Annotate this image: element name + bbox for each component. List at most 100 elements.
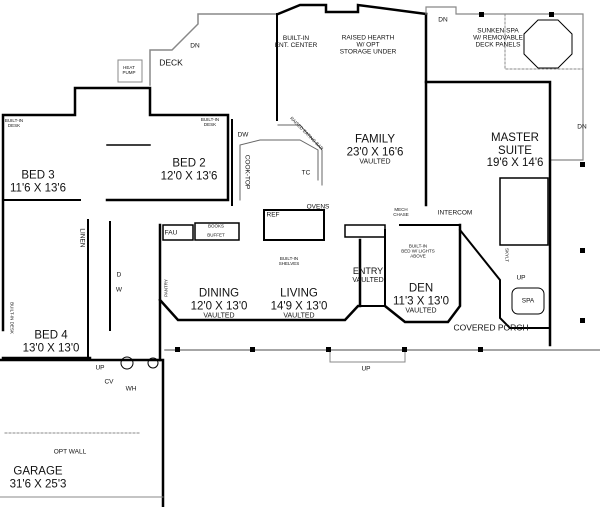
front-wall [158,238,362,322]
room-bed4: BED 4 13'0 X 13'0 [23,329,80,354]
room-dim: 23'0 X 16'6 [346,146,404,159]
cooktop-label: COOK-TOP [243,154,251,190]
room-garage: GARAGE 31'6 X 25'3 [10,465,67,490]
room-dining: DINING 12'0 X 13'0 VAULTED [191,288,248,321]
note-line: BUILT-IN [279,256,299,262]
cv-label: CV [104,378,114,386]
room-dim: 31'6 X 25'3 [9,478,67,490]
cv-circle [120,356,134,370]
note-line: BUILT-IN [4,118,24,124]
den-wall [383,223,462,324]
master-closet [499,177,549,246]
room-dim: 19'6 X 14'6 [486,157,544,170]
room-name: DINING [198,287,240,300]
room-name: MASTER [491,132,539,145]
side-dn-label: DN [577,123,587,131]
refrigerator-label: REF [266,211,280,219]
ovens-block [263,209,325,241]
intercom-label: INTERCOM [437,209,473,217]
master-bath [458,228,551,329]
room-dim: 11'6 X 13'6 [10,182,66,194]
note-line: DESK [9,321,15,334]
room-name: ENTRY [352,266,384,277]
room-bed2: BED 2 12'0 X 13'6 [161,157,218,182]
note-line: W/ REMOVABLE [473,34,523,42]
kitchen-counter [239,139,319,201]
opt-wall-label: OPT WALL [53,448,87,456]
room-name: DEN [408,282,434,295]
note-line: BUILT-IN [9,302,15,321]
room-name: BED 3 [21,169,55,182]
room-deck: DECK [159,57,183,68]
note-line: RAISED HEARTH [341,34,395,42]
room-dim: 14'9 X 13'0 [270,300,328,313]
spa-octagon [523,19,573,69]
room-note: VAULTED [203,312,235,320]
skylight-label: SKYLT [504,248,510,262]
room-name: BED 4 [34,329,68,342]
entry-closet [344,224,386,238]
porch-up-label: UP [361,365,371,373]
spa-deck-outline [425,6,584,161]
master-walls [424,80,552,347]
garage-up-label: UP [95,364,105,372]
room-note: VAULTED [352,277,384,285]
fau-box [162,224,194,241]
room-note: VAULTED [283,312,315,320]
room-name: GARAGE [13,465,63,478]
room-bed3: BED 3 11'6 X 13'6 [10,169,66,194]
room-family: FAMILY 23'0 X 16'6 VAULTED [347,134,404,167]
spa-up-label: UP [516,274,526,282]
ovens-label: OVENS [306,203,330,211]
porch-columns [175,12,585,352]
washer-label: W [115,286,123,294]
room-covered-porch: COVERED PORCH [453,322,529,333]
note-line: SUNKEN SPA [477,27,519,35]
family-top-wall [276,3,428,16]
bed4-desk-label: BUILT-IN DESK [9,302,14,334]
note-line: BED W/ LIGHTS [401,248,435,254]
note-line: HEAT [123,65,135,71]
note-line: BUILT-IN [408,243,428,249]
room-dim: 11'3 X 13'0 [393,295,449,308]
books-label: BOOKS [207,223,225,229]
room-den: DEN 11'3 X 13'0 VAULTED [393,283,449,316]
note-line: DECK PANELS [475,41,521,49]
trash-compactor-label: TC [301,169,311,177]
bed-wing-walls [1,86,230,332]
books-buffet [194,222,240,241]
room-note: VAULTED [359,158,391,166]
room-name: LIVING [280,287,318,300]
eating-bar [277,124,323,186]
note-line: ENT. CENTER [274,42,318,49]
room-note: VAULTED [405,307,437,315]
note-line: PUMP [122,70,136,75]
room-living: LIVING 14'9 X 13'0 VAULTED [271,288,328,321]
note-line: CHASE [393,212,409,217]
spa-deck-panels [504,13,584,70]
room-name: BED 2 [172,157,206,170]
note-line: ABOVE [410,253,426,259]
buffet-label: BUFFET [207,232,225,238]
deck-dn-label: DN [190,42,200,50]
room-dim: 12'0 X 13'6 [160,170,218,182]
wh-circle [147,357,159,369]
room-entry: ENTRY VAULTED [352,266,384,285]
pantry-label: PANTRY [163,279,169,297]
deck-outline [149,13,279,86]
note-line: SHELVES [278,261,300,266]
room-master-suite: MASTER SUITE 19'6 X 14'6 [487,132,544,170]
heat-pump-box [117,59,143,83]
note-line: BUILT-IN [200,117,220,123]
note-line: DESK [203,122,217,127]
dishwasher-label: DW [237,131,249,139]
